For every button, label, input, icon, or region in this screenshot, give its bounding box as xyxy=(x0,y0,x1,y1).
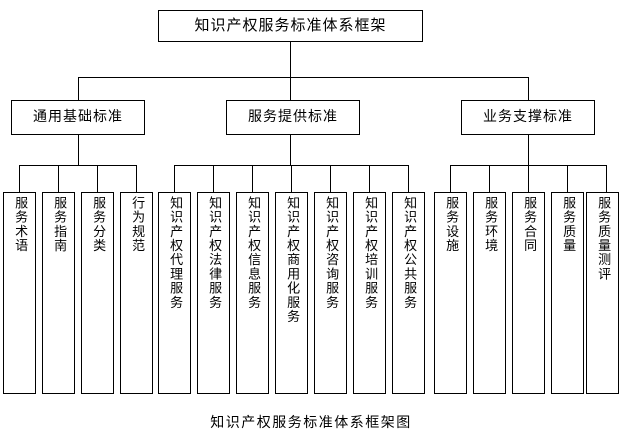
leaf-node-2-label: 服务指南 xyxy=(51,196,67,253)
connector-branch-3-drop-5 xyxy=(606,165,607,192)
connector-drop-branch-3 xyxy=(528,77,529,100)
node-branch-1: 通用基础标准 xyxy=(11,100,145,135)
node-branch-2: 服务提供标准 xyxy=(226,100,360,135)
leaf-node-3-label: 服务分类 xyxy=(90,196,106,253)
leaf-node-11-label: 知识产权公共服务 xyxy=(401,196,417,310)
node-branch-1-label: 通用基础标准 xyxy=(33,109,123,126)
node-branch-2-label: 服务提供标准 xyxy=(248,109,338,126)
leaf-node-5-label: 知识产权代理服务 xyxy=(167,196,183,310)
connector-branch-2-drop-4 xyxy=(291,165,292,192)
leaf-node-10: 知识产权培训服务 xyxy=(353,192,386,394)
connector-branch-2-drop-3 xyxy=(252,165,253,192)
leaf-node-15-label: 服务质量 xyxy=(560,196,576,253)
connector-branch-3-stem xyxy=(528,135,529,165)
connector-branch-1-drop-1 xyxy=(19,165,20,192)
connector-branch-2-drop-7 xyxy=(408,165,409,192)
connector-branch-3-drop-1 xyxy=(450,165,451,192)
connector-branch-3-drop-2 xyxy=(489,165,490,192)
leaf-node-1: 服务术语 xyxy=(3,192,36,394)
connector-drop-branch-1 xyxy=(78,77,79,100)
leaf-node-1-label: 服务术语 xyxy=(12,196,28,253)
leaf-node-7-label: 知识产权信息服务 xyxy=(245,196,261,310)
connector-root-stem xyxy=(290,42,291,78)
leaf-node-12-label: 服务设施 xyxy=(443,196,459,253)
leaf-node-10-label: 知识产权培训服务 xyxy=(362,196,378,310)
leaf-node-7: 知识产权信息服务 xyxy=(236,192,269,394)
leaf-node-8: 知识产权商用化服务 xyxy=(275,192,308,394)
connector-branch-1-bus xyxy=(19,165,136,166)
connector-branch-2-drop-5 xyxy=(330,165,331,192)
connector-branch-3-drop-4 xyxy=(567,165,568,192)
figure-caption: 知识产权服务标准体系框架图 xyxy=(210,415,412,431)
node-branch-3: 业务支撑标准 xyxy=(461,100,595,135)
leaf-node-2: 服务指南 xyxy=(42,192,75,394)
connector-branch-2-drop-6 xyxy=(369,165,370,192)
leaf-node-5: 知识产权代理服务 xyxy=(158,192,191,394)
leaf-node-3: 服务分类 xyxy=(81,192,114,394)
connector-branch-1-drop-3 xyxy=(97,165,98,192)
node-root-label: 知识产权服务标准体系框架 xyxy=(194,16,387,35)
leaf-node-16: 服务质量测评 xyxy=(586,192,619,394)
leaf-node-13-label: 服务环境 xyxy=(482,196,498,253)
leaf-node-12: 服务设施 xyxy=(434,192,467,394)
leaf-node-13: 服务环境 xyxy=(473,192,506,394)
connector-drop-branch-2 xyxy=(290,77,291,100)
leaf-node-4-label: 行为规范 xyxy=(129,196,145,253)
leaf-node-11: 知识产权公共服务 xyxy=(392,192,425,394)
leaf-node-4: 行为规范 xyxy=(120,192,153,394)
leaf-node-9-label: 知识产权咨询服务 xyxy=(323,196,339,310)
connector-branch-2-drop-1 xyxy=(174,165,175,192)
connector-branch-2-stem xyxy=(290,135,291,165)
leaf-node-8-label: 知识产权商用化服务 xyxy=(284,196,300,324)
leaf-node-16-label: 服务质量测评 xyxy=(595,196,611,282)
leaf-node-6-label: 知识产权法律服务 xyxy=(206,196,222,310)
connector-branch-3-drop-3 xyxy=(528,165,529,192)
connector-branch-1-stem xyxy=(78,135,79,165)
leaf-node-15: 服务质量 xyxy=(551,192,584,394)
node-root: 知识产权服务标准体系框架 xyxy=(158,10,423,42)
leaf-node-14: 服务合同 xyxy=(512,192,545,394)
connector-root-bus xyxy=(78,77,528,78)
node-branch-3-label: 业务支撑标准 xyxy=(483,109,573,126)
leaf-node-6: 知识产权法律服务 xyxy=(197,192,230,394)
connector-branch-1-drop-2 xyxy=(58,165,59,192)
leaf-node-9: 知识产权咨询服务 xyxy=(314,192,347,394)
leaf-node-14-label: 服务合同 xyxy=(521,196,537,253)
connector-branch-2-drop-2 xyxy=(213,165,214,192)
connector-branch-1-drop-4 xyxy=(136,165,137,192)
